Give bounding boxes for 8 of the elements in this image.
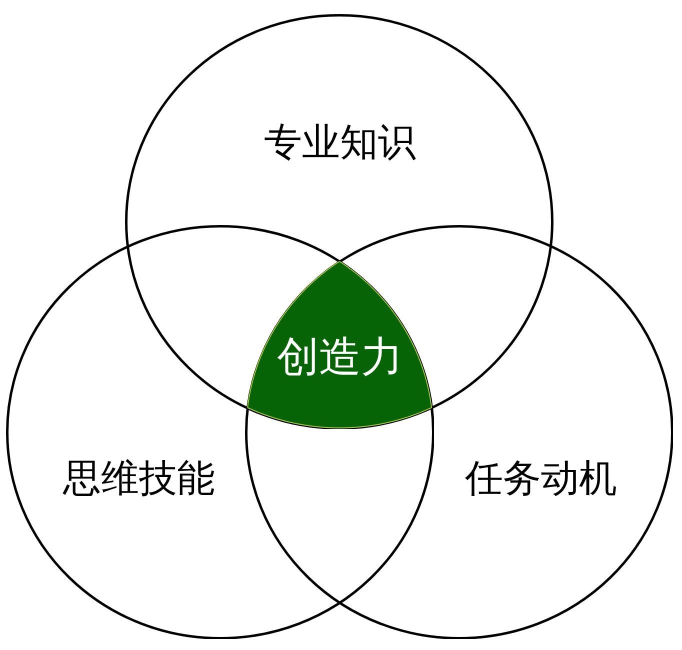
circle-label: 任务动机 [465,459,617,497]
overlap-region [246,261,432,429]
venn-circle [6,224,434,640]
circle-label: 专业知识 [264,123,416,161]
venn-circle [125,14,554,430]
region-label: 创造力 [276,336,403,378]
venn-circle [244,224,674,640]
circle-label: 思维技能 [63,459,215,497]
